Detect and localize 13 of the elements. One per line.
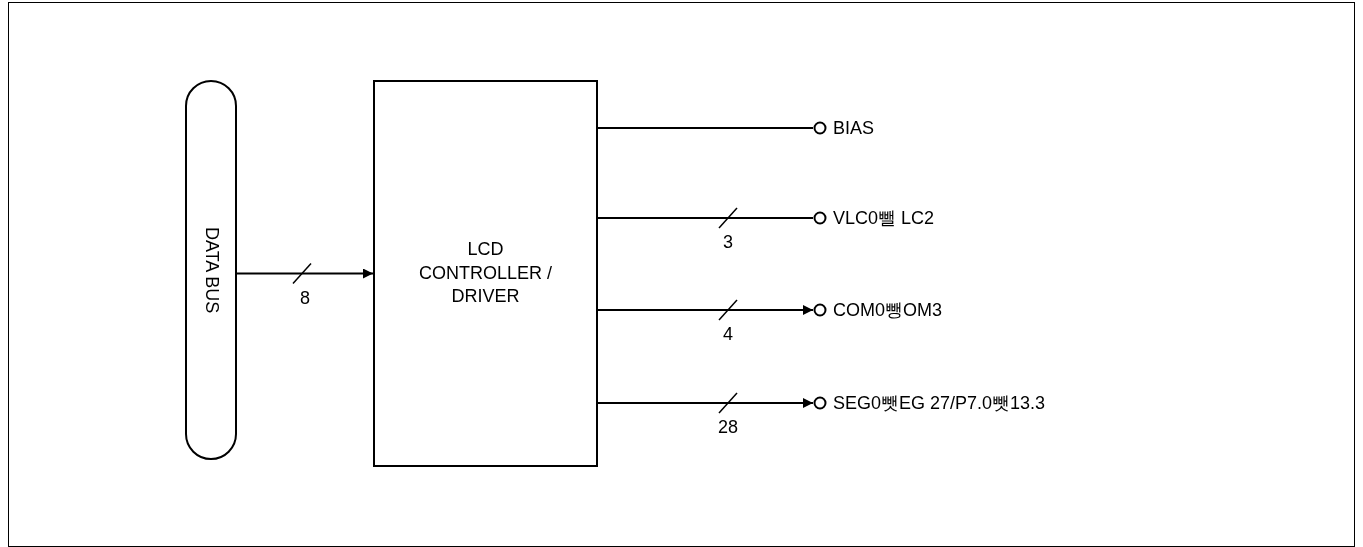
controller-block — [373, 80, 598, 467]
pin-label: BIAS — [833, 117, 875, 139]
pin-label: VLC0뺄 LC2 — [833, 207, 935, 230]
connector-line — [597, 217, 814, 219]
arrow — [597, 305, 814, 315]
arrow — [597, 398, 814, 408]
data-bus-shape — [185, 80, 237, 460]
bus-label: DATA BUS — [200, 226, 222, 314]
block-label: LCD CONTROLLER / DRIVER — [418, 238, 553, 309]
pin-label: COM0뺑OM3 — [833, 299, 942, 322]
connector-line — [597, 127, 814, 129]
arrow — [236, 268, 374, 279]
pin-label: SEG0뺏EG 27/P7.0뺏13.3 — [833, 392, 1046, 415]
